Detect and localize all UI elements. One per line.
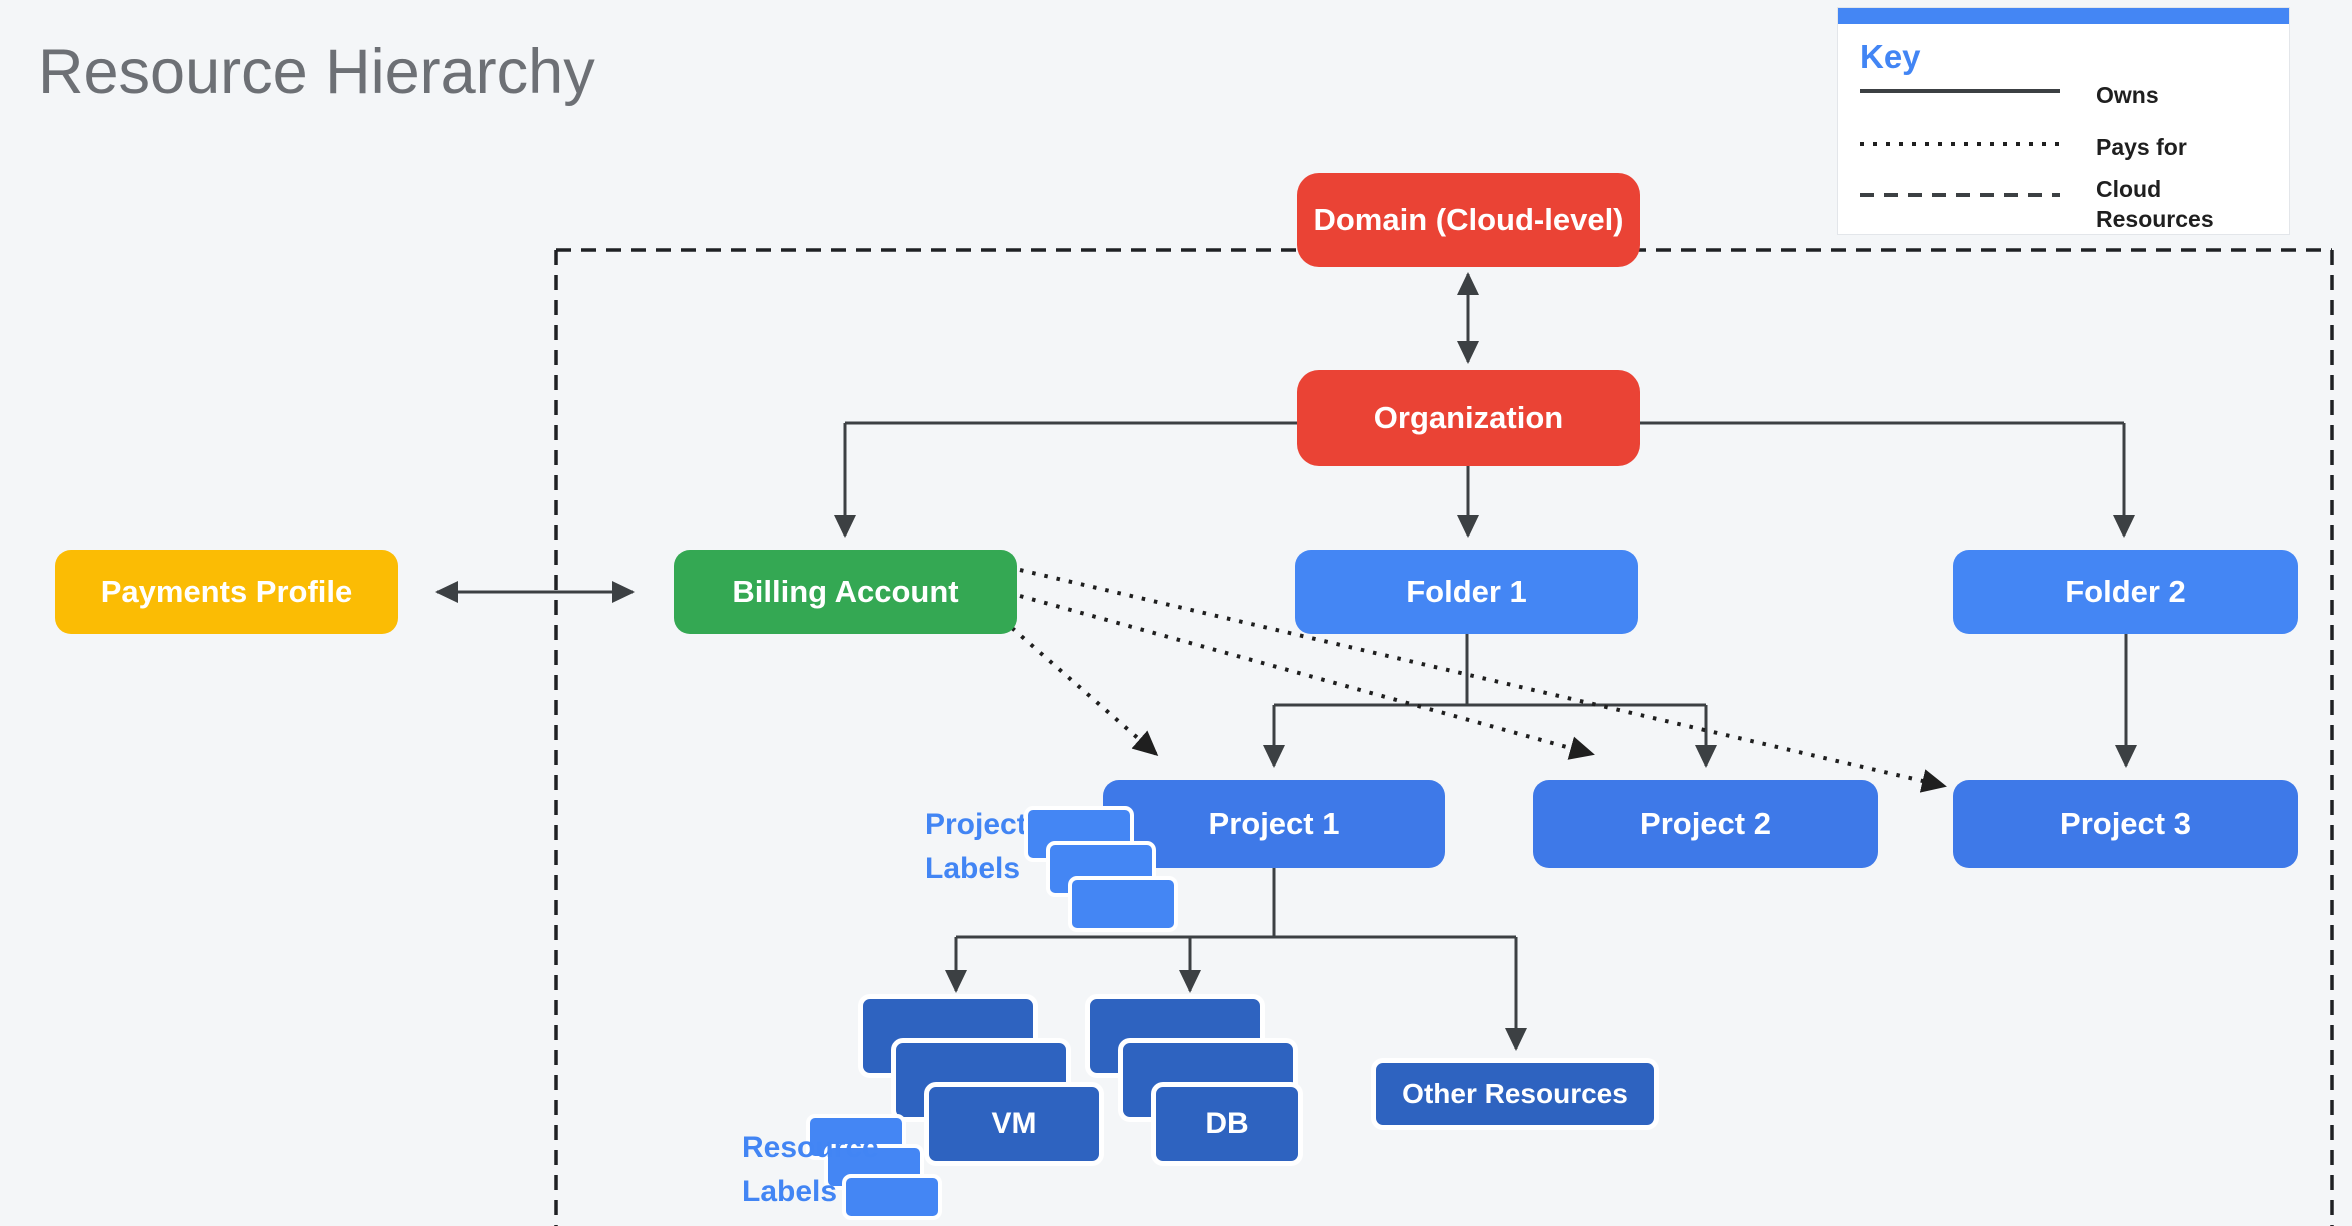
node-project2-label: Project 2 [1640,806,1771,841]
edge-billing-project1 [1010,626,1159,756]
node-other-resources: Other Resources [1371,1058,1659,1130]
resource-labels-line1: Resource [742,1131,879,1164]
legend-label-owns: Owns [2096,82,2159,108]
node-domain-label: Domain (Cloud-level) [1313,202,1624,237]
node-vm-label: VM [991,1107,1037,1140]
legend-solid-line-sample [1860,89,2060,93]
node-organization: Organization [1297,370,1640,466]
page-title: Resource Hierarchy [38,37,595,107]
project-labels-annotation: Project Labels [925,803,1027,891]
node-vm: VM [924,1082,1104,1166]
legend-label-pays-for: Pays for [2096,134,2187,160]
edge-billing-project3 [1019,568,1947,793]
node-organization-label: Organization [1373,400,1564,435]
node-billing-account: Billing Account [674,550,1017,634]
node-project3-label: Project 3 [2060,806,2191,841]
node-other-resources-label: Other Resources [1402,1078,1628,1109]
folder1-fan-line [1274,634,1706,707]
pays-for-connectors [1010,568,1947,793]
node-payments-profile: Payments Profile [55,550,398,634]
legend: Key Owns Pays for Cloud Resources [1837,7,2290,235]
project-label-card-3 [1068,876,1178,932]
legend-dashed-line-sample [1860,193,2060,197]
node-folder2: Folder 2 [1953,550,2298,634]
node-folder1: Folder 1 [1295,550,1638,634]
resource-label-card-3 [842,1174,942,1220]
node-billing-account-label: Billing Account [732,574,959,609]
node-project3: Project 3 [1953,780,2298,868]
legend-title: Key [1860,38,1921,75]
project-labels-line1: Project [925,808,1027,841]
legend-top-bar [1838,8,2289,24]
resource-labels-line2: Labels [742,1175,838,1208]
legend-dotted-line-sample [1860,142,2060,146]
owns-connectors [435,272,2137,1051]
node-project1: Project 1 [1103,780,1445,868]
node-db-label: DB [1205,1107,1249,1140]
project1-fan-line [956,868,1516,939]
node-project1-label: Project 1 [1208,806,1340,841]
node-folder2-label: Folder 2 [2065,574,2186,609]
node-db: DB [1151,1082,1303,1166]
node-project2: Project 2 [1533,780,1878,868]
legend-label-cloud-resources: Cloud Resources [2096,176,2214,232]
node-folder1-label: Folder 1 [1406,574,1527,609]
node-payments-profile-label: Payments Profile [100,574,353,609]
node-domain: Domain (Cloud-level) [1297,173,1640,267]
resource-labels-annotation: Resource Labels [742,1126,879,1214]
project-labels-line2: Labels [925,852,1021,885]
